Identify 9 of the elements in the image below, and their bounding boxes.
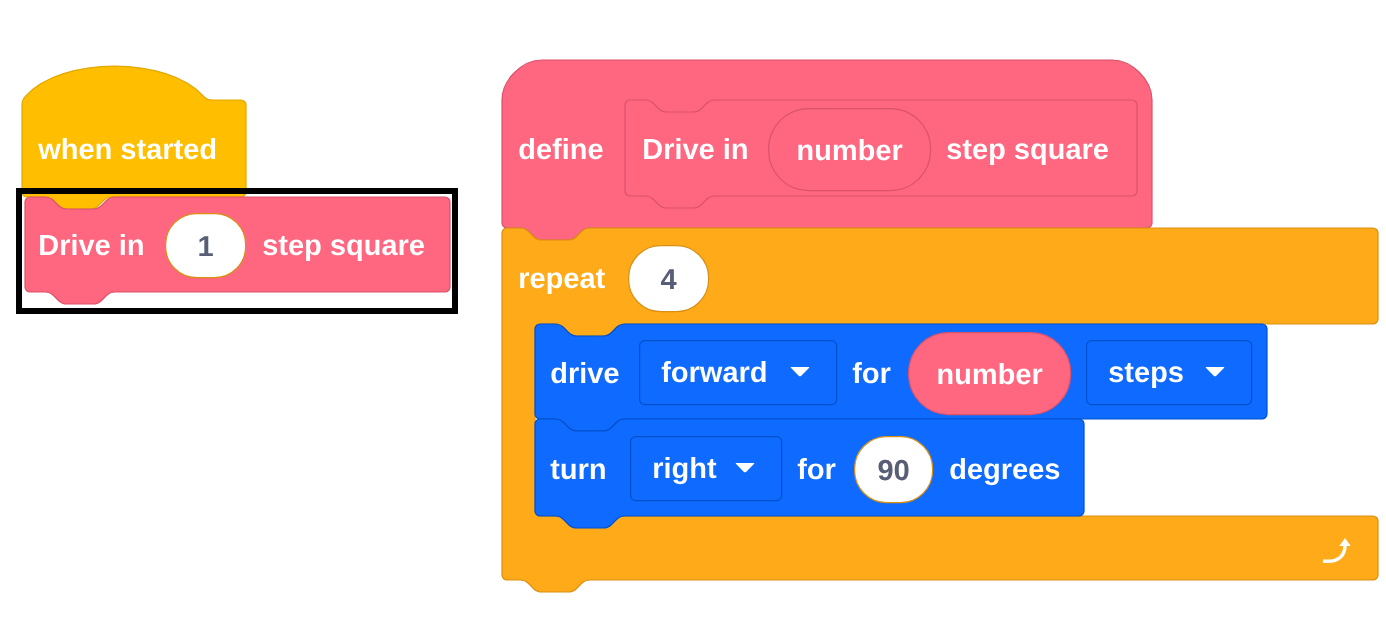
number-input: 4 xyxy=(628,245,710,313)
dropdown-menu: right xyxy=(630,436,783,502)
dropdown-menu: forward xyxy=(639,340,838,406)
number-input: number xyxy=(768,108,932,192)
number-input: 1 xyxy=(165,213,247,279)
number-input: 90 xyxy=(854,436,934,504)
number-input: number xyxy=(908,332,1072,416)
dropdown-menu: steps xyxy=(1086,340,1253,406)
hat-block: when started xyxy=(21,65,247,210)
